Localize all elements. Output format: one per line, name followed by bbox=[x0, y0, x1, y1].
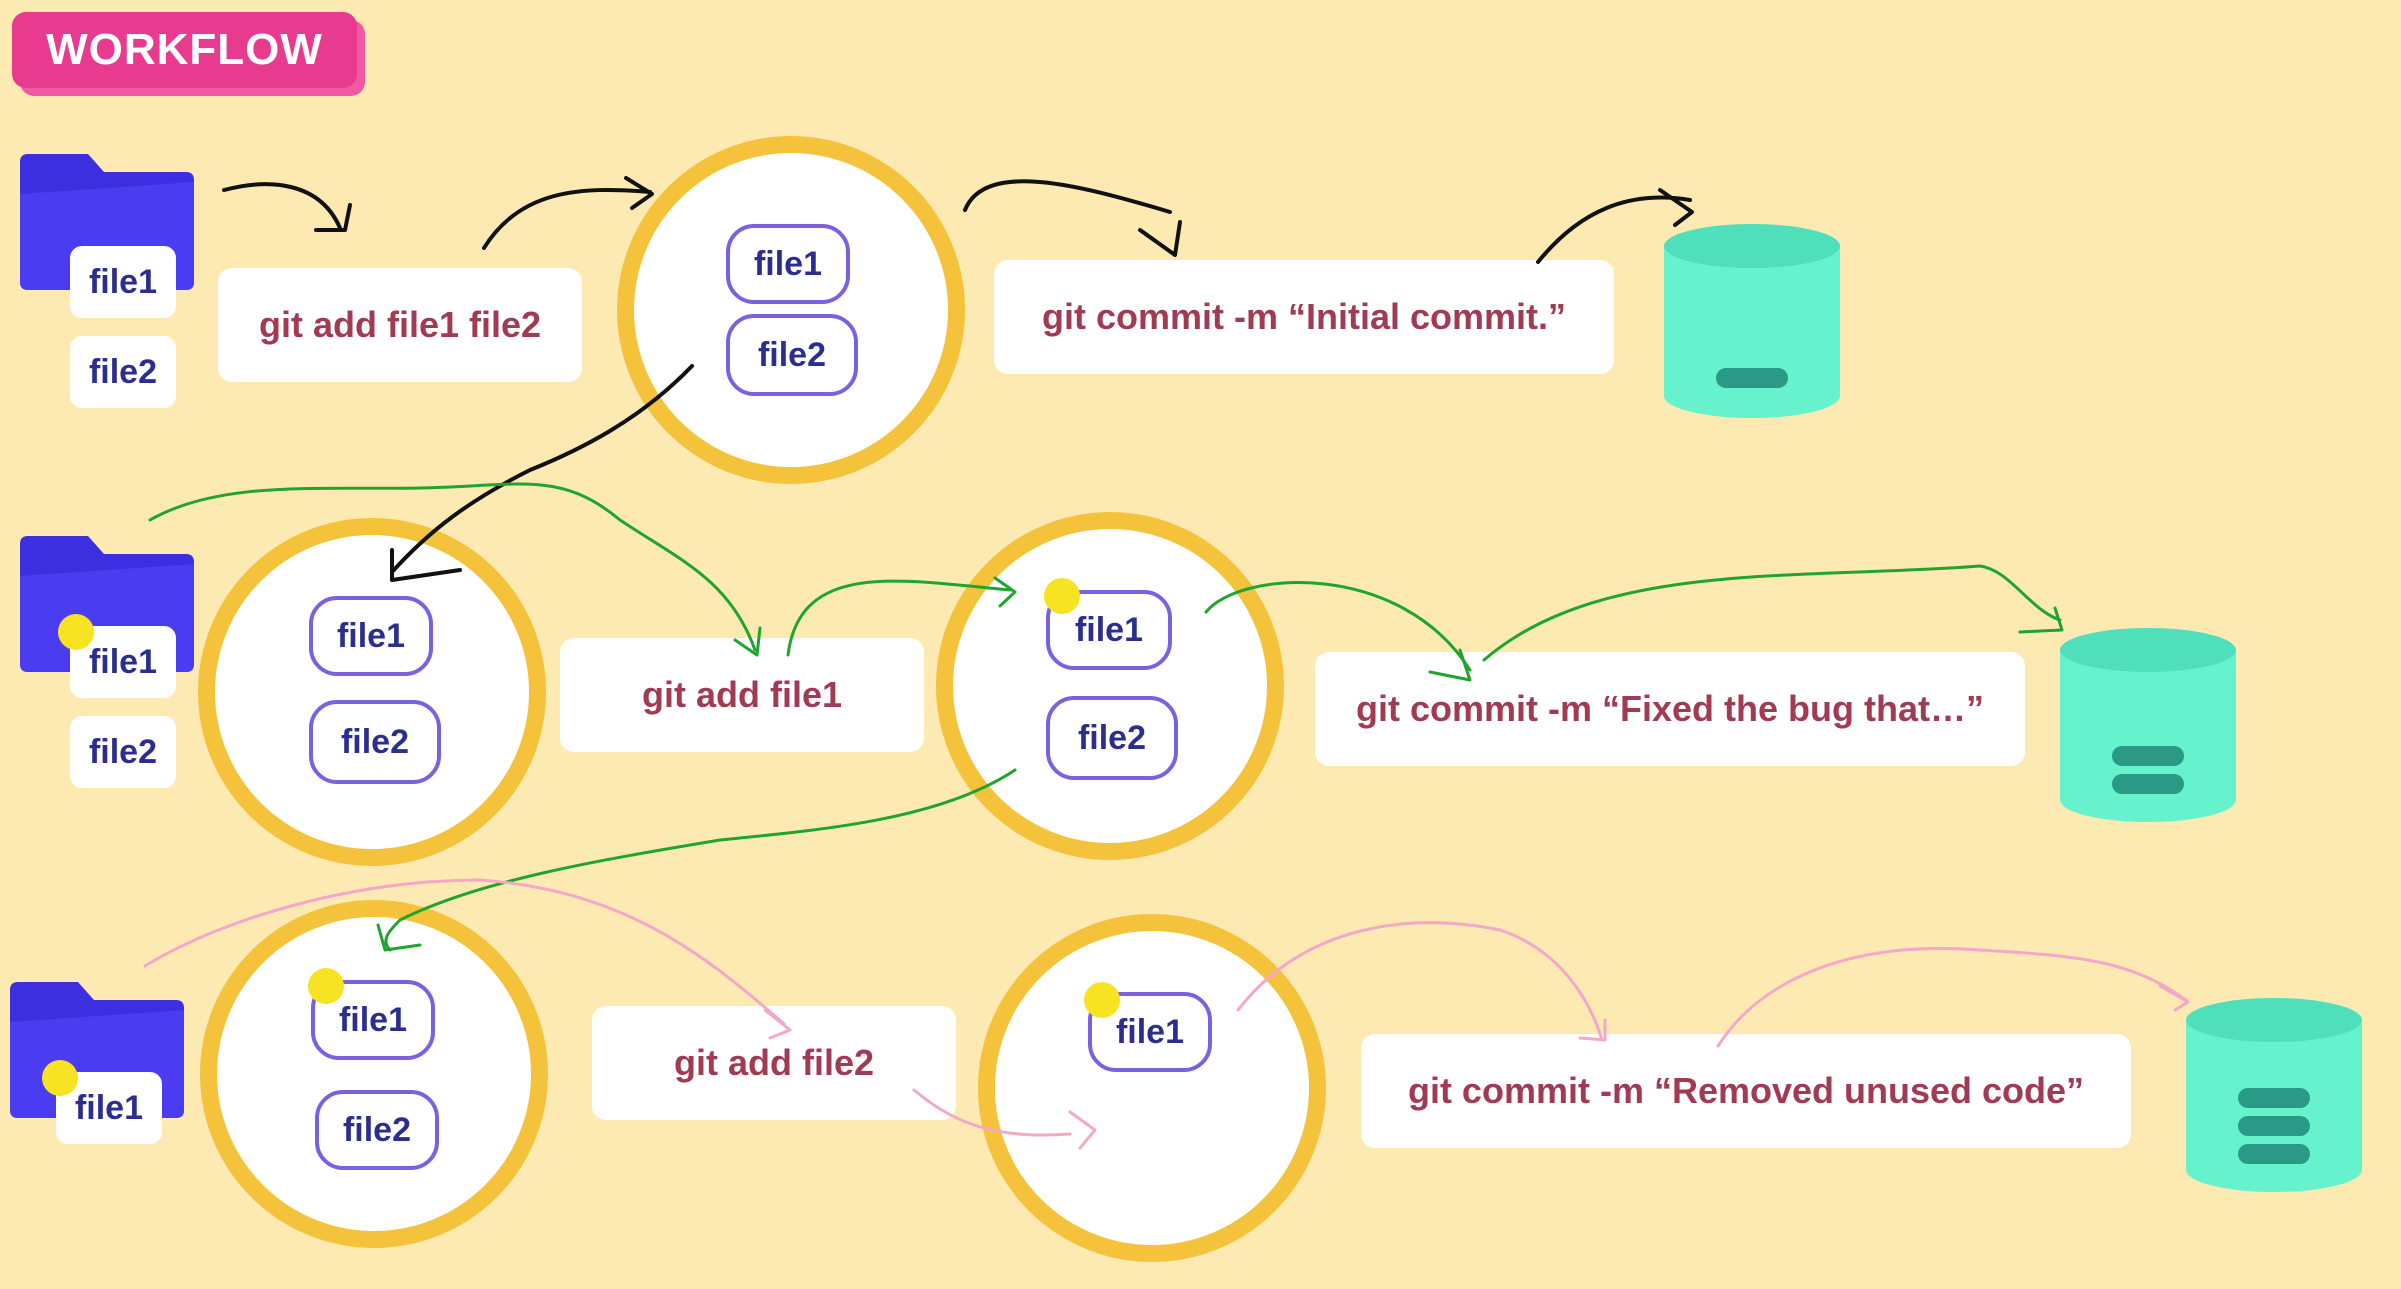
working-file-card: file1 bbox=[70, 246, 176, 318]
arrow bbox=[963, 179, 1172, 214]
staged-file-pill: file2 bbox=[1046, 696, 1178, 780]
arrowhead bbox=[314, 203, 352, 232]
arrowhead bbox=[2018, 606, 2064, 634]
staged-file-pill: file2 bbox=[309, 700, 441, 784]
git-add-command: git add file2 bbox=[592, 1006, 956, 1120]
workflow-title-badge: WORKFLOW bbox=[12, 12, 357, 88]
staged-file-pill: file2 bbox=[315, 1090, 439, 1170]
staged-file-pill: file1 bbox=[726, 224, 850, 304]
git-commit-command: git commit -m “Fixed the bug that…” bbox=[1315, 652, 2025, 766]
git-add-command: git add file1 file2 bbox=[218, 268, 582, 382]
staged-file-pill: file2 bbox=[726, 314, 858, 396]
working-file-card: file2 bbox=[70, 716, 176, 788]
previous-staging-circle bbox=[200, 900, 548, 1248]
arrowhead bbox=[1138, 220, 1182, 257]
arrowhead bbox=[624, 176, 654, 210]
git-add-command: git add file1 bbox=[560, 638, 924, 752]
modified-indicator-dot bbox=[1084, 982, 1120, 1018]
modified-indicator-dot bbox=[308, 968, 344, 1004]
modified-indicator-dot bbox=[58, 614, 94, 650]
git-commit-command: git commit -m “Removed unused code” bbox=[1361, 1034, 2131, 1148]
arrow bbox=[1482, 564, 2062, 662]
database-icon bbox=[2184, 994, 2364, 1194]
staging-area-circle bbox=[978, 914, 1326, 1262]
modified-indicator-dot bbox=[1044, 578, 1080, 614]
staging-area-circle bbox=[617, 136, 965, 484]
previous-staging-circle bbox=[198, 518, 546, 866]
staging-area-circle bbox=[936, 512, 1284, 860]
arrow bbox=[482, 187, 652, 250]
git-commit-command: git commit -m “Initial commit.” bbox=[994, 260, 1614, 374]
staged-file-pill: file1 bbox=[309, 596, 433, 676]
database-icon bbox=[2058, 624, 2238, 824]
database-icon bbox=[1662, 220, 1842, 420]
arrow bbox=[222, 182, 342, 230]
working-file-card: file2 bbox=[70, 336, 176, 408]
arrow bbox=[1716, 946, 2188, 1048]
modified-indicator-dot bbox=[42, 1060, 78, 1096]
